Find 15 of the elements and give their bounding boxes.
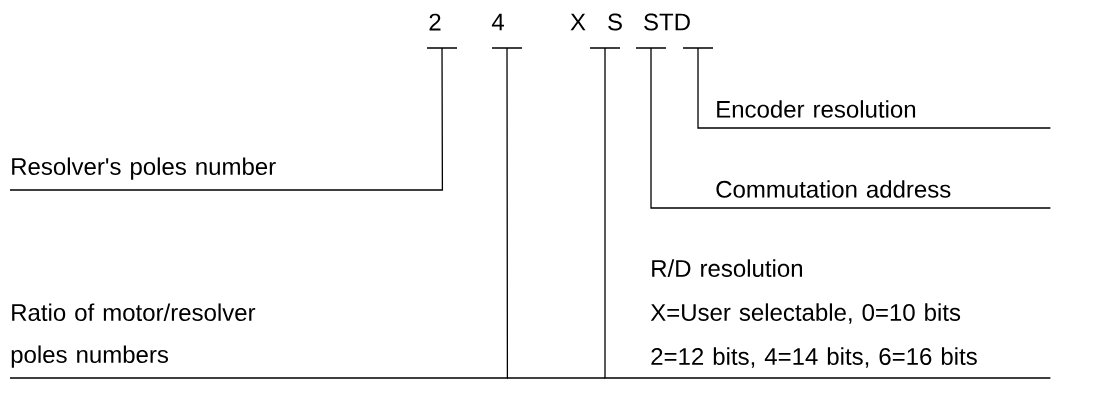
code-character: X [570, 13, 586, 31]
leader-line [9, 47, 523, 379]
code-character: 4 [491, 13, 504, 31]
description-text: Encoder resolution [717, 100, 916, 118]
description-text: R/D resolution X=User selectable, 0=10 bits 2=12 bits, 4=14 bits, 6=16 bits [650, 259, 977, 368]
code-character: STD [644, 13, 690, 31]
description-text: Ratio of motor/resolver poles numbers [11, 303, 256, 368]
code-character: S [608, 13, 622, 31]
code-character: 2 [429, 13, 441, 31]
leader-line [682, 47, 1052, 129]
description-text: Resolver's poles number [12, 157, 276, 180]
leader-line [9, 47, 458, 191]
description-text: Commutation address [716, 180, 951, 198]
leader-line [635, 47, 1052, 209]
leader-line [589, 47, 1052, 379]
